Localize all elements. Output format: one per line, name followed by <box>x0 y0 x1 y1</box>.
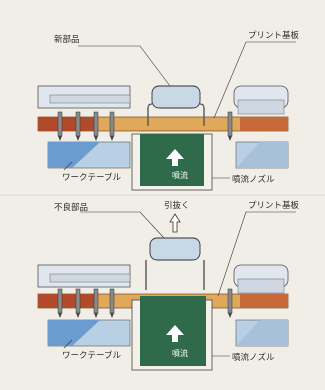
nozzle-label-top: 噴流ノズル <box>232 174 275 185</box>
work-table-label-bottom: ワークテーブル <box>62 350 121 361</box>
left-component-stack <box>37 85 131 109</box>
right-component-bottom <box>233 264 289 294</box>
work-table-label-top: ワークテーブル <box>62 172 121 183</box>
flow-label-top: 噴流 <box>172 170 188 180</box>
work-table-left-bottom <box>47 319 131 347</box>
leader-lines-bottom <box>63 211 296 357</box>
work-table-right-bottom <box>235 319 289 347</box>
pcb-label-bottom: プリント基板 <box>248 200 300 211</box>
nozzle-label-bottom: 噴流ノズル <box>232 352 275 363</box>
pcb-board-top <box>37 111 289 141</box>
pcb-label-top: プリント基板 <box>248 30 300 41</box>
panel-top: 新部品 プリント基板 ワークテーブル 噴流 噴流ノズル <box>37 30 300 191</box>
solder-nozzle-top <box>131 133 213 191</box>
pull-arrow-icon <box>169 213 181 233</box>
solder-nozzle-bottom <box>131 296 213 371</box>
left-component-stack-bottom <box>37 264 131 288</box>
panel-bottom: 不良部品 引抜く プリント基板 ワークテーブル 噴流 噴流ノズル <box>0 195 325 390</box>
bad-part-component <box>145 237 205 290</box>
bad-part-label: 不良部品 <box>54 202 88 213</box>
new-part-component <box>147 85 205 126</box>
flow-label-bottom: 噴流 <box>172 348 188 358</box>
pull-label: 引抜く <box>164 200 190 211</box>
work-table-left <box>47 141 131 169</box>
new-part-label: 新部品 <box>54 34 80 45</box>
work-table-right <box>235 141 289 169</box>
right-component <box>233 85 289 115</box>
leader-lines-top <box>63 41 296 179</box>
